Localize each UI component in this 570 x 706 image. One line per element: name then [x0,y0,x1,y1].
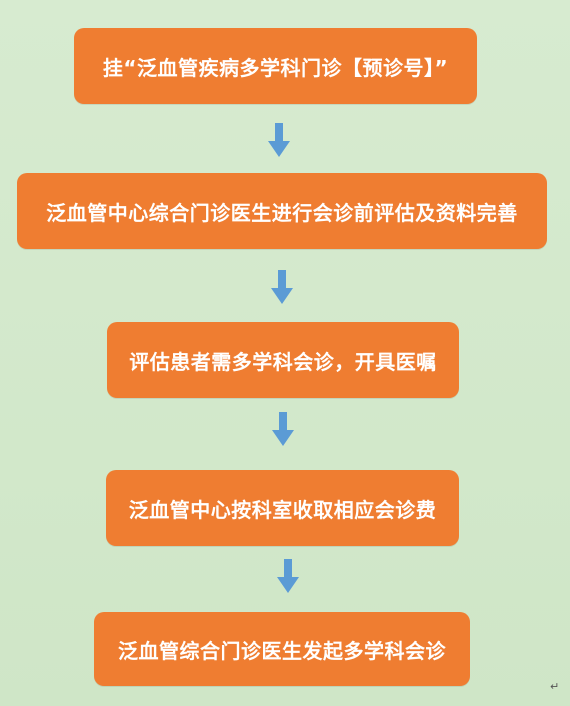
step-1-register: 挂“泛血管疾病多学科门诊【预诊号】” [74,28,477,104]
arrow-down-icon [268,123,290,157]
arrow-down-icon [272,412,294,446]
paragraph-mark: ↵ [550,680,560,693]
step-5-initiate-consultation: 泛血管综合门诊医生发起多学科会诊 [94,612,470,686]
step-4-collect-fee: 泛血管中心按科室收取相应会诊费 [106,470,459,546]
arrow-down-icon [277,559,299,593]
arrow-down-icon [271,270,293,304]
step-2-pre-consult-assessment: 泛血管中心综合门诊医生进行会诊前评估及资料完善 [17,173,547,249]
step-3-issue-order: 评估患者需多学科会诊，开具医嘱 [107,322,459,398]
